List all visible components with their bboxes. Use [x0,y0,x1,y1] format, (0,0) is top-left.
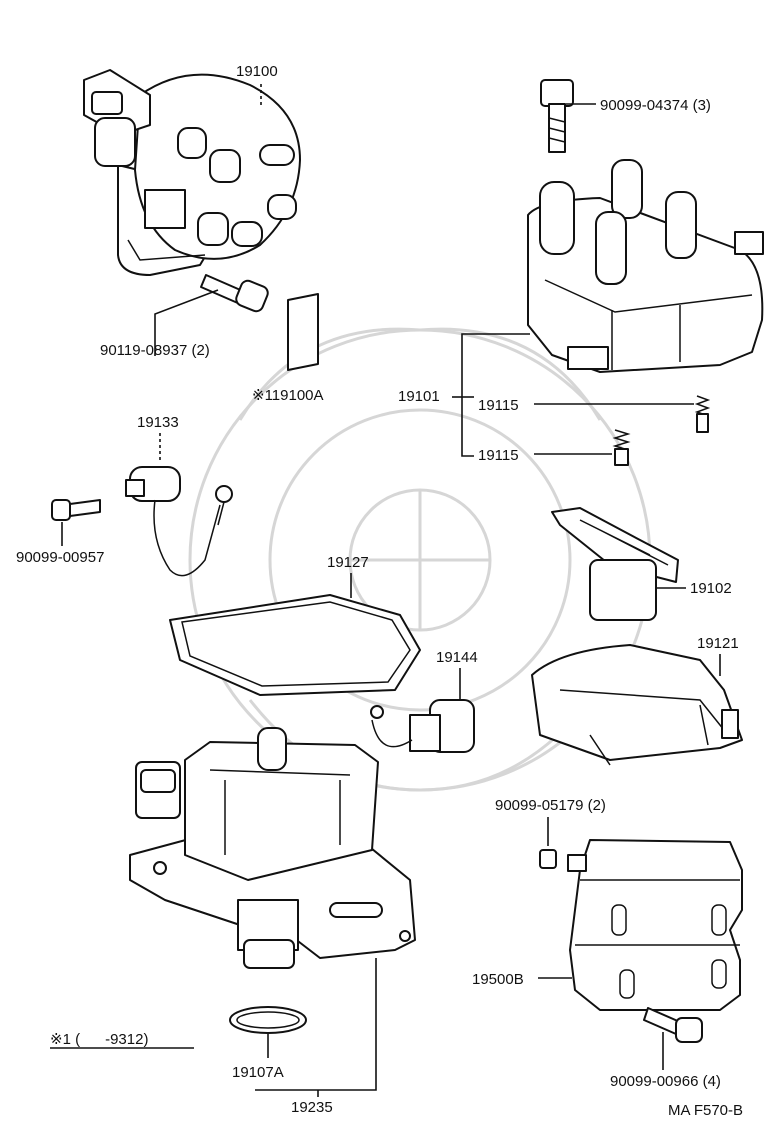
label-19107A: 19107A [232,1064,284,1081]
carbon-spring-19115-b [612,429,631,466]
pickup-19144 [370,699,475,753]
carbon-spring-19115-a [694,395,711,433]
label-19127: 19127 [327,554,369,571]
bolt-90099-00966 [643,1007,703,1043]
rotor-19102 [551,507,679,621]
label-19121: 19121 [697,635,739,652]
label-19100A: ※119100A [252,387,324,404]
screw-90099-00957 [51,499,101,521]
label-19115-b: 19115 [478,447,519,464]
label-19133: 19133 [137,414,179,431]
distributor-assembly-drawing [83,69,301,276]
label-plate-19100A [287,293,319,371]
label-90099-05179: 90099-05179 (2) [495,797,606,814]
label-90099-04374: 90099-04374 (3) [600,97,711,114]
label-19100: 19100 [236,63,278,80]
screw-90119-08937 [200,274,269,313]
label-19115-a: 19115 [478,397,519,414]
diagram-reference-code: MA F570-B [668,1102,743,1119]
label-90099-00966: 90099-00966 (4) [610,1073,721,1090]
nut-90099-05179 [539,849,557,869]
distributor-cap-19101 [527,159,764,373]
label-90099-00957: 90099-00957 [16,549,104,566]
label-19101: 19101 [398,388,440,405]
label-19144: 19144 [436,649,478,666]
bolt-90099-04374 [540,79,574,153]
label-19500B: 19500B [472,971,524,988]
label-19235: 19235 [291,1099,333,1116]
gasket-19127 [169,594,421,696]
o-ring-19107A [229,1006,307,1034]
label-19102: 19102 [690,580,732,597]
condenser-19133 [125,466,233,577]
housing-19235 [129,727,416,969]
label-90119-08937: 90119-08937 (2) [100,342,210,359]
footnote-note: ※1 ( -9312) [50,1031,148,1048]
ignition-coil-19500B [567,839,743,1011]
dust-cover-19121 [531,644,743,766]
